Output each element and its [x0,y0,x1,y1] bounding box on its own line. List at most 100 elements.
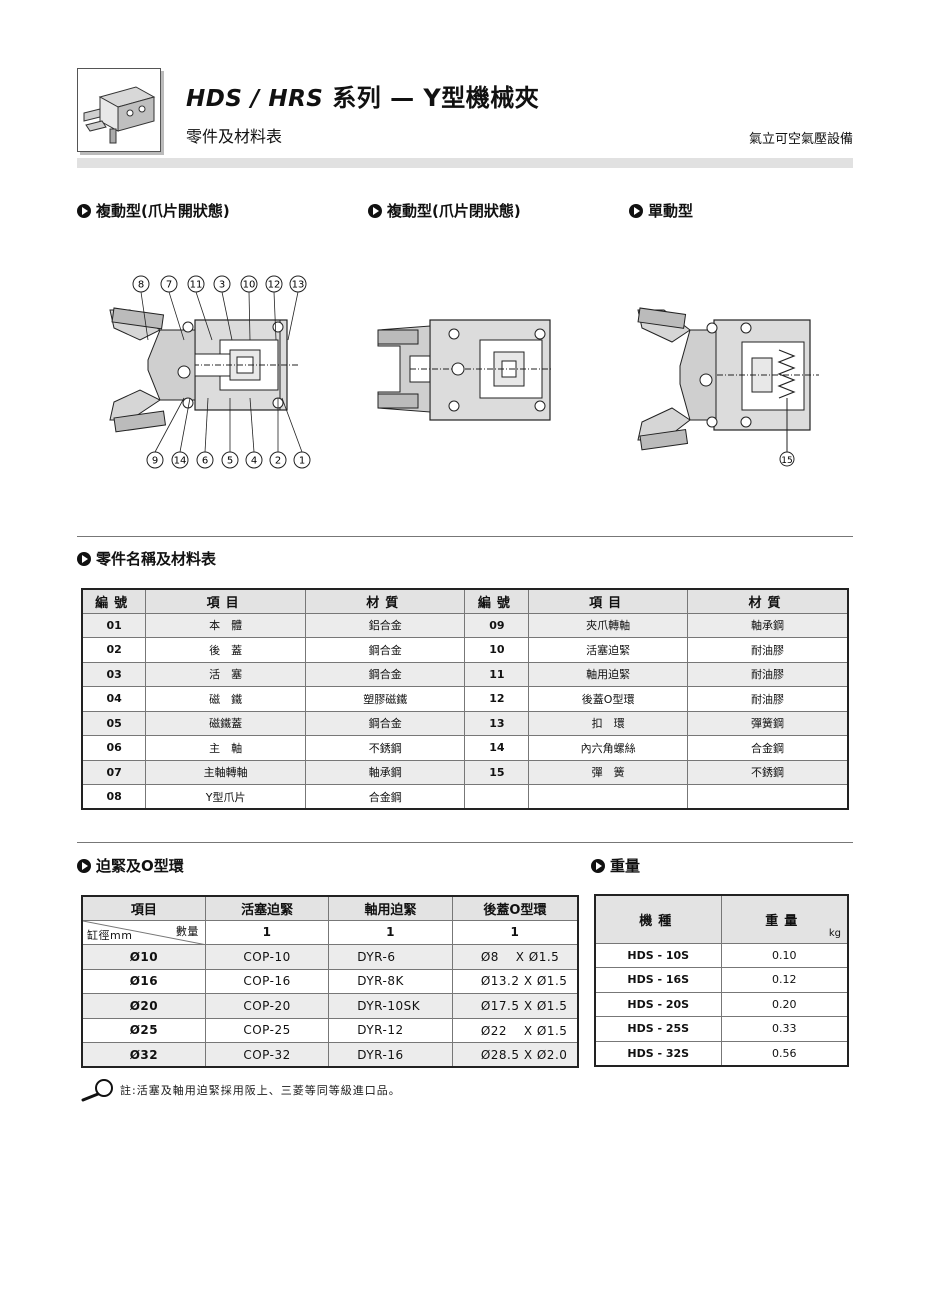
part-number: 03 [81,661,147,687]
col-material: 材質 [304,588,466,614]
part-material: 軸承鋼 [304,759,466,785]
weight-heading: 重量 [591,855,640,876]
part-material: 不銹鋼 [304,735,466,761]
callout-number: 14 [174,456,187,467]
bore-size: Ø32 [81,1042,206,1068]
qty-row: 數量 缸徑mm 1 1 1 [81,919,579,945]
oring-header-row: 項目 活塞迫緊 軸用迫緊 後蓋O型環 [81,895,579,921]
model-name: HDS - 20S [594,991,722,1017]
col-piston-seal: 活塞迫緊 [204,895,330,921]
callout-leader [154,397,185,453]
model-name: HDS - 10S [594,942,722,968]
rod-seal: DYR-10SK [328,993,453,1019]
col-item: 項目 [528,588,688,614]
callout-number: 11 [190,280,203,291]
qty-value: 1 [204,919,330,945]
part-material [686,784,849,810]
part-name: 軸用迫緊 [528,661,688,687]
diagonal-divider [83,920,207,945]
callout-circle [240,275,258,293]
arrow-bullet-icon [77,551,91,566]
part-number: 12 [464,686,530,712]
col-cover-oring: 後蓋O型環 [451,895,579,921]
gripper-thumbnail-icon [83,86,156,144]
parts-header-row: 編號 項目 材質 編號 項目 材質 [81,588,849,614]
part-material: 鋼合金 [304,661,466,687]
parts-heading: 零件名稱及材料表 [77,548,216,569]
cover-oring: Ø13.2 X Ø1.5 [451,968,579,994]
oring-heading: 迫緊及O型環 [77,855,184,876]
col-weight: 重量 kg [720,894,849,944]
callout-number: 5 [227,456,233,467]
callout-circle [171,451,189,469]
callout-number: 2 [275,456,281,467]
callout-number: 1 [299,456,305,467]
part-number: 01 [81,612,147,638]
callout-number: 4 [251,456,257,467]
col-item: 項目 [81,895,206,921]
arrow-bullet-icon [629,203,643,218]
callout-leader [221,291,233,341]
callout-circle [245,451,263,469]
col-rod-seal: 軸用迫緊 [328,895,453,921]
qty-label: 數量 [175,924,199,938]
footnote: 註:活塞及軸用迫緊採用阪上、三菱等同等級進口品。 [80,1078,401,1102]
page-title: HDS / HRS 系列 — Y型機械夾 [186,78,539,113]
section-divider [77,842,853,843]
weight-value: 0.10 [720,942,849,968]
callout-number: 3 [219,280,225,291]
bore-size: Ø25 [81,1017,206,1043]
part-number: 15 [464,759,530,785]
callout-15: 15 [781,456,792,466]
callout-number: 10 [243,280,256,291]
part-material: 耐油膠 [686,661,849,687]
part-material: 塑膠磁鐵 [304,686,466,712]
weight-header-row: 機種 重量 kg [594,894,849,944]
qty-value: 1 [328,919,453,945]
part-number: 08 [81,784,147,810]
col-model: 機種 [594,894,722,944]
bore-label: 缸徑mm [87,929,133,942]
diagram-heading-single: 單動型 [629,200,693,221]
part-number: 10 [464,637,530,663]
diagram-single-acting: 15 [637,307,819,467]
part-name: 磁 鐵 [145,686,306,712]
bore-size: Ø20 [81,993,206,1019]
col-material: 材質 [686,588,849,614]
callout-circle [213,275,231,293]
piston-seal: COP-20 [204,993,330,1019]
qty-value: 1 [451,919,579,945]
diagram-heading-double-closed: 複動型(爪片閉狀態) [368,200,521,221]
callout-leader [140,291,149,341]
part-name: 彈 簧 [528,759,688,785]
part-material: 耐油膠 [686,637,849,663]
callout-leader [195,291,213,341]
model-name: HDS - 16S [594,967,722,993]
product-thumbnail [77,68,161,152]
rod-seal: DYR-16 [328,1042,453,1068]
part-number: 09 [464,612,530,638]
piston-seal: COP-10 [204,944,330,970]
callout-circle [187,275,205,293]
callout-number: 12 [268,280,281,291]
cover-oring: Ø17.5 X Ø1.5 [451,993,579,1019]
diagram-double-acting-closed [377,319,552,421]
cover-oring: Ø28.5 X Ø2.0 [451,1042,579,1068]
part-name: 夾爪轉軸 [528,612,688,638]
piston-seal: COP-32 [204,1042,330,1068]
